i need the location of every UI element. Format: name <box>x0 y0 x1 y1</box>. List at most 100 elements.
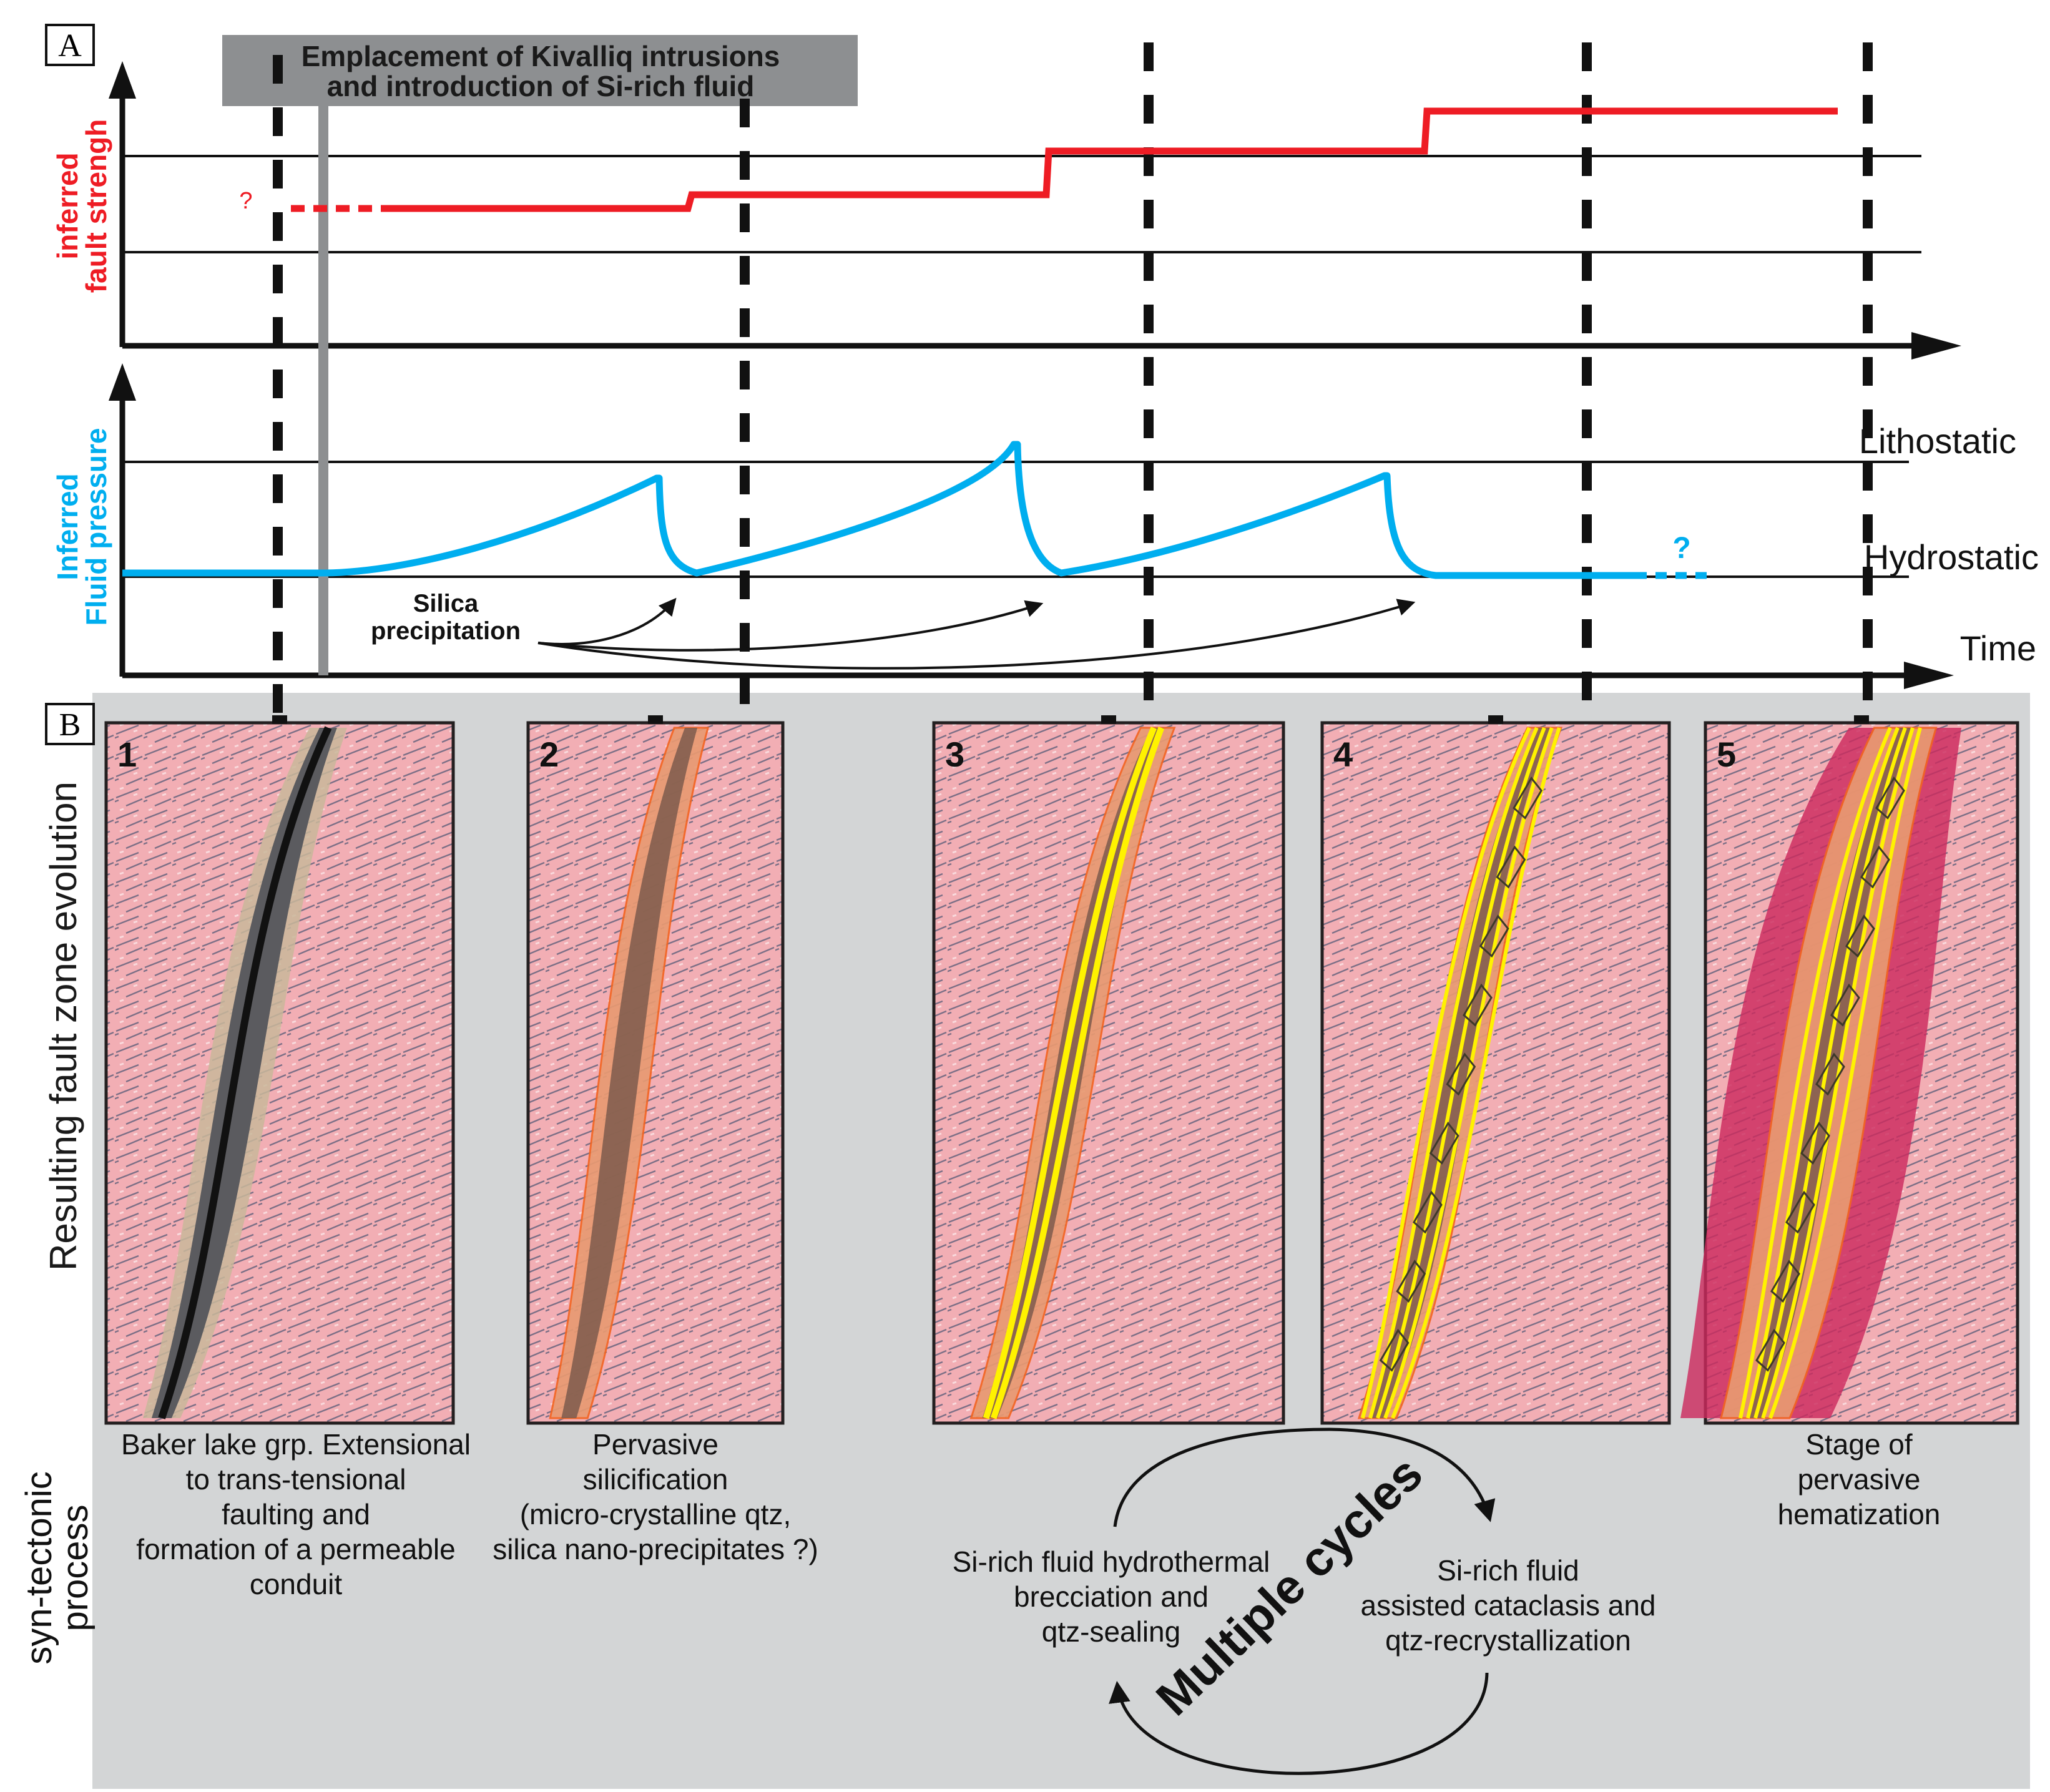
hydrostatic-label: Hydrostatic <box>1864 537 2039 577</box>
stage-2-caption-line: silica nano-precipitates ?) <box>493 1533 818 1565</box>
stage-2-fault-core <box>561 728 698 1418</box>
cycle-right-line: qtz-recrystallization <box>1385 1624 1631 1657</box>
strength-x-axis-arrowhead <box>1911 332 1961 360</box>
stage-1-time-tick <box>272 715 287 724</box>
stage-panel-2: 2 <box>526 715 785 1425</box>
strength-axis-label-1: inferred <box>51 152 84 259</box>
stage-1-caption-line: formation of a permeable <box>136 1533 455 1565</box>
fluid-pressure-curve <box>122 441 1636 579</box>
process-title-2: process <box>55 1504 96 1631</box>
stage-dividers <box>273 42 1873 719</box>
stage-5-fault-core <box>1748 728 1911 1418</box>
silica-arrow-3 <box>537 599 1416 670</box>
panel-b-label-box <box>45 703 95 745</box>
stage-2-caption-line: (micro-crystalline qtz, <box>520 1498 792 1530</box>
cycle-arrow-bottom <box>1109 1672 1489 1775</box>
stage-2-caption-line: silicification <box>583 1463 728 1496</box>
stage-panel-1: 1 <box>104 715 455 1425</box>
stage-5-breccia-clast <box>1770 1260 1800 1303</box>
stage-5-quartz-vein <box>1739 727 1892 1419</box>
stage-4-quartz-vein <box>1368 727 1539 1419</box>
stage-panel-4: 4 <box>1320 715 1671 1425</box>
stage-2-time-tick <box>648 715 663 724</box>
stage-5-caption-line: Stage of <box>1805 1428 1913 1461</box>
stage-5-breccia-clast <box>1815 1052 1845 1096</box>
stage-4-breccia-clast <box>1479 914 1509 958</box>
stage-1-caption-line: to trans-tensional <box>186 1463 406 1496</box>
stage-4-quartz-vein <box>1383 727 1554 1419</box>
stage-4-breccia-clast <box>1413 1190 1443 1234</box>
stage-5-caption-line: pervasive <box>1798 1463 1921 1496</box>
stage-5-breccia-clast <box>1755 1328 1785 1372</box>
silica-arrow-2 <box>537 600 1044 652</box>
stage-5-breccia-clast <box>1800 1121 1830 1165</box>
stage-4-quartz-vein <box>1376 727 1546 1419</box>
stage-panel-5: 5 <box>1680 715 2019 1425</box>
stage-5-caption-line: hematization <box>1778 1498 1941 1530</box>
stage-4-fault-core <box>1370 728 1551 1418</box>
cycle-left-line: Si-rich fluid hydrothermal <box>953 1545 1270 1578</box>
lithostatic-label: Lithostatic <box>1859 421 2016 461</box>
stage-4-breccia-clast <box>1429 1121 1459 1165</box>
pressure-axis-label-2: Fluid pressure <box>80 428 112 626</box>
silica-label-1: Silica <box>413 590 479 617</box>
stage-5-breccia-clast <box>1860 845 1890 889</box>
pressure-y-axis-arrowhead <box>109 363 136 401</box>
stage-5-quartz-vein <box>1768 727 1922 1419</box>
strength-y-axis-arrowhead <box>109 61 136 99</box>
stage-5-number: 5 <box>1717 735 1736 774</box>
stage-5-quartz-vein <box>1753 727 1907 1419</box>
stage-4-breccia-clast <box>1379 1328 1410 1372</box>
stage-3-time-tick <box>1101 715 1116 724</box>
process-title-1: syn-tectonic <box>19 1471 59 1664</box>
stage-1-caption-line: conduit <box>250 1568 343 1600</box>
stage-1-caption-line: faulting and <box>222 1498 370 1530</box>
stage-5-breccia-clast <box>1785 1190 1815 1234</box>
stage-panels: 1 2 3 4 5 <box>104 715 2019 1425</box>
silica-label-2: precipitation <box>371 617 521 645</box>
stage-3-number: 3 <box>945 735 964 774</box>
stage-4-breccia-clast <box>1463 983 1493 1027</box>
cycle-arrow-top <box>1113 1427 1496 1527</box>
stage-5-time-tick <box>1854 715 1869 724</box>
stage-4-breccia-clast <box>1513 776 1542 820</box>
panel-a-label-box <box>45 24 95 66</box>
stage-4-breccia-clast <box>1446 1052 1476 1096</box>
kivalliq-banner <box>222 35 858 106</box>
stage-4-breccia-clast <box>1396 1260 1426 1303</box>
kivalliq-banner-line-2: and introduction of Si-rich fluid <box>327 70 755 102</box>
panel-a-label: A <box>58 28 82 64</box>
time-axis-arrowhead <box>1904 662 1954 689</box>
stage-1-slip-surface <box>158 726 332 1419</box>
panel-b-label: B <box>59 707 81 743</box>
stage-2-number: 2 <box>539 735 559 774</box>
stage-5-quartz-vein <box>1761 727 1915 1419</box>
fault-strength-curve <box>385 107 1838 212</box>
stage-3-quartz-vein <box>990 727 1165 1419</box>
stage-2-caption-line: Pervasive <box>592 1428 718 1461</box>
side-title: Resulting fault zone evolution <box>42 781 84 1271</box>
stage-5-breccia-clast <box>1845 914 1875 958</box>
stage-1-caption-line: Baker lake grp. Extensional <box>121 1428 471 1461</box>
cycle-right-line: Si-rich fluid <box>1437 1554 1579 1587</box>
stage-1-fault-core <box>151 728 337 1418</box>
time-label: Time <box>1960 629 2036 668</box>
stage-panel-3: 3 <box>932 715 1285 1425</box>
stage-4-time-tick <box>1488 715 1503 724</box>
pressure-axis-label-1: Inferred <box>51 473 84 580</box>
stage-4-number: 4 <box>1333 735 1353 774</box>
cycle-right-line: assisted cataclasis and <box>1360 1589 1655 1622</box>
kivalliq-banner-line-1: Emplacement of Kivalliq intrusions <box>302 40 780 72</box>
strength-axis-label-2: fault strengh <box>80 119 112 293</box>
stage-1-number: 1 <box>117 735 137 774</box>
stage-5-breccia-clast <box>1830 983 1860 1027</box>
cycle-left-line: brecciation and <box>1014 1580 1209 1613</box>
silica-arrow-1 <box>537 597 677 645</box>
stage-4-quartz-vein <box>1391 727 1561 1419</box>
stage-4-breccia-clast <box>1496 845 1526 889</box>
stage-4-quartz-vein <box>1361 727 1531 1419</box>
